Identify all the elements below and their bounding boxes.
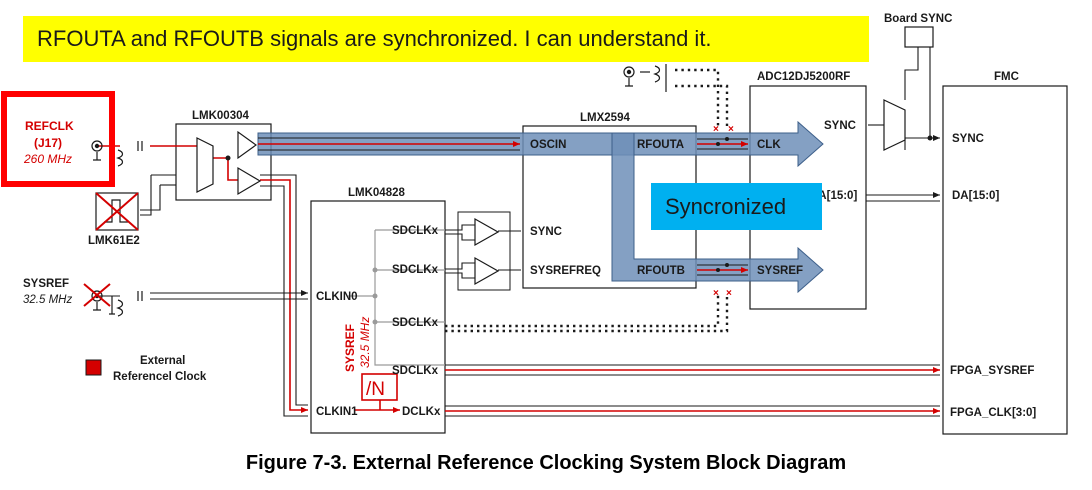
svg-text:×: × [728, 124, 734, 135]
divider-label: /N [366, 379, 385, 400]
sysref-input-label: SYSREF [23, 278, 69, 290]
sdclk-pin-3: SDCLKx [392, 317, 439, 329]
gray-junctions [372, 267, 378, 325]
fmc-sync-pin: SYNC [952, 133, 984, 145]
dotted-lines [445, 68, 729, 333]
rfouta-pin: RFOUTA [637, 139, 684, 151]
refclk-coax-icon [91, 140, 143, 167]
refclk-freq-label: 260 MHz [23, 152, 72, 166]
sysref-input-freq: 32.5 MHz [23, 294, 72, 306]
clkin0-pin: CLKIN0 [316, 291, 358, 303]
fmc-label: FMC [994, 71, 1019, 83]
lmk00304-block [175, 123, 272, 201]
lmk00304-mux [196, 137, 214, 193]
top-coax-icon [623, 64, 667, 92]
svg-text:×: × [713, 124, 719, 135]
legend-label-line1: External [140, 355, 185, 367]
svg-text:×: × [713, 288, 719, 299]
rfoutb-pin: RFOUTB [637, 265, 685, 277]
lmk61e2-label: LMK61E2 [88, 235, 140, 247]
black-signal-paths [98, 47, 940, 417]
clkin1-pin: CLKIN1 [316, 406, 358, 418]
figure-caption: Figure 7-3. External Reference Clocking … [245, 452, 847, 474]
sysrefreq-pin: SYSREFREQ [530, 265, 601, 277]
divider-box [361, 373, 398, 401]
sysref-internal-label: SYSREF [343, 324, 357, 372]
refclk-label: REFCLK [25, 119, 74, 133]
lmk00304-label: LMK00304 [192, 110, 249, 122]
board-sync-box [904, 26, 934, 48]
adc-sysref-pin: SYSREF [757, 265, 803, 277]
top-annotation-callout: RFOUTA and RFOUTB signals are synchroniz… [23, 16, 869, 62]
adc-label: ADC12DJ5200RF [757, 71, 850, 83]
sync-mux [883, 99, 906, 151]
sdclk-pin-2: SDCLKx [392, 264, 439, 276]
internal-gray-lines [348, 229, 445, 366]
legend-label-line2: Referencel Clock [113, 371, 207, 383]
oscin-pin: OSCIN [530, 139, 566, 151]
clk-pin: CLK [757, 139, 781, 151]
board-sync-label: Board SYNC [884, 13, 952, 25]
adc-sync-pin: SYNC [824, 120, 856, 132]
refclk-conn-label: (J17) [34, 136, 62, 150]
junction-dots [225, 135, 933, 272]
dclk-pin: DCLKx [402, 406, 441, 418]
fmc-block [942, 85, 1068, 435]
open-marks: × × × × [713, 124, 734, 299]
sdclk-pin-4: SDCLKx [392, 365, 439, 377]
svg-text:×: × [726, 288, 732, 299]
fpga-sysref-pin: FPGA_SYSREF [950, 365, 1034, 377]
lmx-sync-pin: SYNC [530, 226, 562, 238]
refclk-highlight-box [1, 91, 115, 187]
lmk04828-label: LMK04828 [348, 187, 405, 199]
lmk04828-buffer-box [457, 211, 511, 291]
sysref-coax-icon [91, 290, 143, 317]
lmx2594-label: LMX2594 [580, 112, 630, 124]
blue-arrows [257, 120, 824, 294]
legend-swatch [85, 359, 102, 376]
fpga-clk-pin: FPGA_CLK[3:0] [950, 407, 1036, 419]
lmk61e2-oscillator-icon [95, 192, 139, 231]
synchronized-annotation-callout: Syncronized [651, 183, 822, 230]
fmc-da-pin: DA[15:0] [952, 190, 999, 202]
sdclk-pin-1: SDCLKx [392, 225, 439, 237]
sysref-internal-freq: 32.5 MHz [358, 317, 372, 368]
sysref-disabled-mark [83, 283, 111, 307]
buffers [237, 130, 500, 286]
